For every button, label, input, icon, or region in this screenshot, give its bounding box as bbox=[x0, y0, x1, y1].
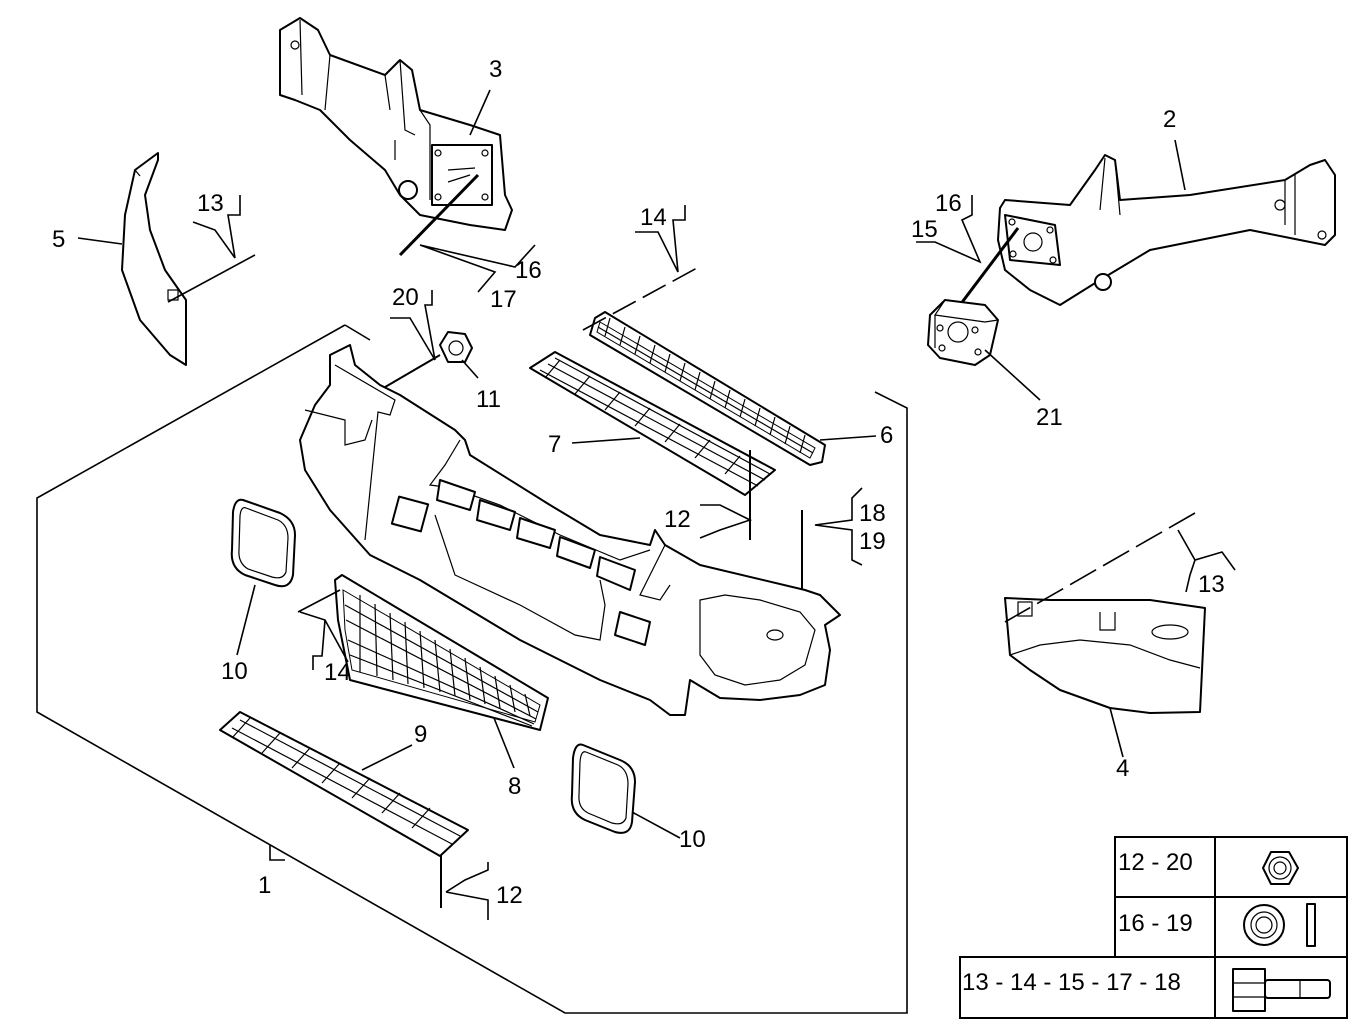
callout-10-right: 10 bbox=[679, 826, 706, 853]
callout-13-left: 13 bbox=[197, 190, 224, 217]
mesh-plate-9 bbox=[219, 711, 469, 857]
callout-7: 7 bbox=[548, 431, 561, 458]
callout-5-leader bbox=[77, 237, 123, 245]
callout-14-upper: 14 bbox=[640, 204, 667, 231]
callout-10-left-leader bbox=[236, 584, 256, 656]
callout-1: 1 bbox=[258, 872, 271, 899]
callout-5: 5 bbox=[52, 226, 65, 253]
callout-12-mid: 12 bbox=[664, 506, 691, 533]
callout-7-leader bbox=[571, 437, 641, 444]
callout-18-19-leader bbox=[814, 487, 863, 566]
corner-panel-4 bbox=[1004, 597, 1206, 714]
callout-1-leader bbox=[269, 845, 285, 861]
callout-12-mid-leader bbox=[699, 504, 753, 539]
callout-15-16-leader bbox=[916, 195, 982, 264]
bracket-2 bbox=[997, 154, 1336, 306]
callout-16-17-leader bbox=[419, 244, 536, 293]
callout-13-right-leader bbox=[1177, 529, 1236, 593]
callout-11-leader bbox=[461, 359, 479, 379]
callout-14-upper-leader bbox=[635, 205, 686, 273]
bolt-20 bbox=[379, 354, 441, 391]
callout-2: 2 bbox=[1163, 106, 1176, 133]
hex-nut-icon bbox=[1262, 851, 1299, 885]
callout-10-left: 10 bbox=[221, 658, 248, 685]
callout-17: 17 bbox=[490, 286, 517, 313]
cover-10-left bbox=[230, 498, 296, 588]
hex-bolt-icon bbox=[1232, 968, 1331, 1012]
callout-10-right-leader bbox=[631, 811, 681, 839]
callout-11: 11 bbox=[476, 386, 501, 413]
front-bumper-shell bbox=[299, 344, 841, 716]
legend-row-3-label: 13 - 14 - 15 - 17 - 18 bbox=[962, 969, 1181, 996]
assembly-boundary bbox=[36, 324, 908, 1014]
callout-12-lower: 12 bbox=[496, 882, 523, 909]
callout-20: 20 bbox=[392, 284, 419, 311]
mesh-grille-7 bbox=[529, 351, 776, 496]
bracket-3 bbox=[279, 17, 513, 231]
bolt-14-lower bbox=[297, 589, 341, 613]
callout-15: 15 bbox=[911, 216, 938, 243]
callout-8: 8 bbox=[508, 773, 521, 800]
callout-8-leader bbox=[493, 717, 515, 769]
callout-9-leader bbox=[361, 744, 413, 771]
callout-12-lower-leader bbox=[445, 862, 489, 920]
bolt-16-17-upper bbox=[398, 173, 480, 257]
callout-19: 19 bbox=[859, 528, 886, 555]
bolt-13-left bbox=[167, 254, 256, 303]
callout-14-lower-leader bbox=[299, 611, 349, 670]
callout-6-leader bbox=[819, 435, 877, 441]
corner-panel-5 bbox=[121, 152, 187, 366]
mount-21 bbox=[927, 299, 999, 366]
callout-21-leader bbox=[984, 349, 1041, 401]
callout-18: 18 bbox=[859, 500, 886, 527]
callout-16-right: 16 bbox=[935, 190, 962, 217]
bolt-15-16 bbox=[958, 227, 1020, 306]
callout-4-leader bbox=[1109, 707, 1124, 758]
bolt-14-upper bbox=[582, 267, 698, 331]
fastener-legend: 12 - 20 16 - 19 13 - 14 - 15 - 17 - 18 bbox=[959, 836, 1348, 1019]
callout-4: 4 bbox=[1116, 755, 1129, 782]
lower-grille-8 bbox=[334, 574, 549, 731]
nut-11 bbox=[439, 331, 473, 363]
washer-icon bbox=[1243, 903, 1316, 947]
callout-13-left-leader bbox=[192, 195, 241, 259]
callout-21: 21 bbox=[1036, 404, 1063, 431]
callout-14-lower: 14 bbox=[324, 659, 351, 686]
callout-20-leader bbox=[390, 290, 436, 361]
upper-grille-6 bbox=[589, 311, 826, 466]
legend-row-2-label: 16 - 19 bbox=[1118, 910, 1193, 937]
callout-2-leader bbox=[1174, 139, 1186, 191]
cover-10-right bbox=[570, 743, 636, 834]
callout-13-right: 13 bbox=[1198, 571, 1225, 598]
legend-row-1-label: 12 - 20 bbox=[1118, 849, 1193, 876]
callout-9: 9 bbox=[414, 721, 427, 748]
callout-6: 6 bbox=[880, 422, 893, 449]
callout-3: 3 bbox=[489, 56, 502, 83]
callout-16-upper: 16 bbox=[515, 257, 542, 284]
